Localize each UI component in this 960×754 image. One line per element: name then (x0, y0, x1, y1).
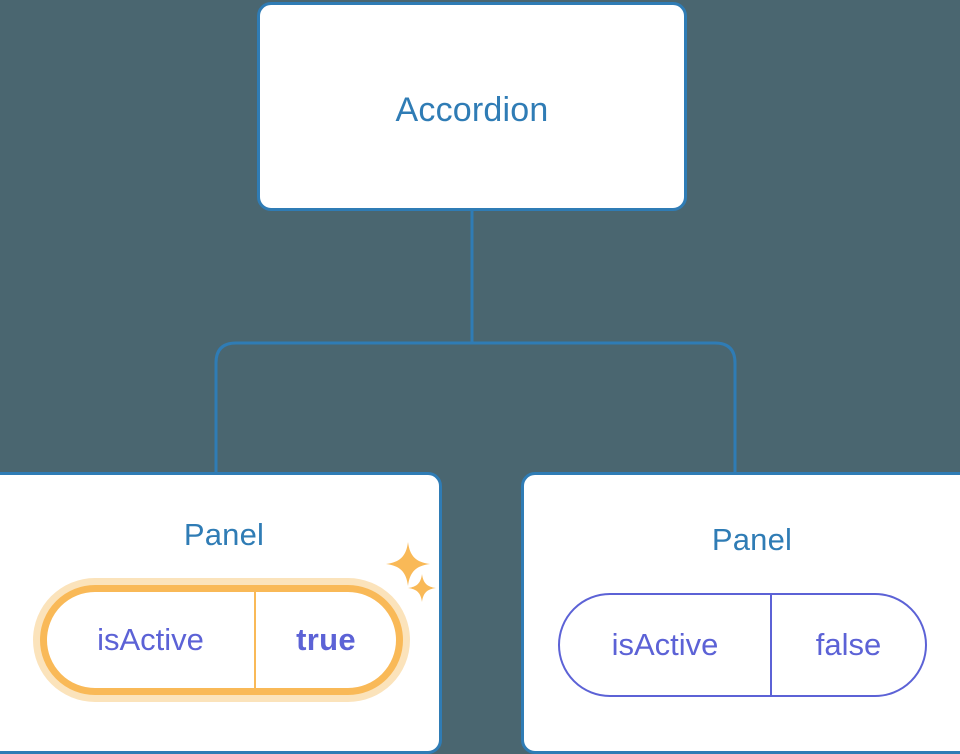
node-panel-active-title: Panel (183, 517, 265, 552)
node-panel-inactive-title: Panel (711, 522, 793, 557)
node-accordion[interactable]: Accordion (257, 2, 687, 211)
prop-pill-active[interactable]: isActive true (40, 585, 403, 695)
connector-branch-left (214, 341, 472, 472)
prop-pill-inactive[interactable]: isActive false (558, 593, 927, 697)
prop-pill-inactive-key: isActive (560, 595, 772, 695)
connector-branch-right (472, 341, 737, 472)
prop-pill-active-wrapper[interactable]: isActive true (33, 578, 410, 702)
node-panel-inactive[interactable]: Panel isActive false (521, 472, 960, 754)
prop-pill-active-key: isActive (47, 592, 256, 688)
prop-pill-active-value: true (296, 622, 356, 657)
node-accordion-title: Accordion (395, 91, 549, 129)
prop-pill-inactive-value: false (815, 627, 882, 662)
